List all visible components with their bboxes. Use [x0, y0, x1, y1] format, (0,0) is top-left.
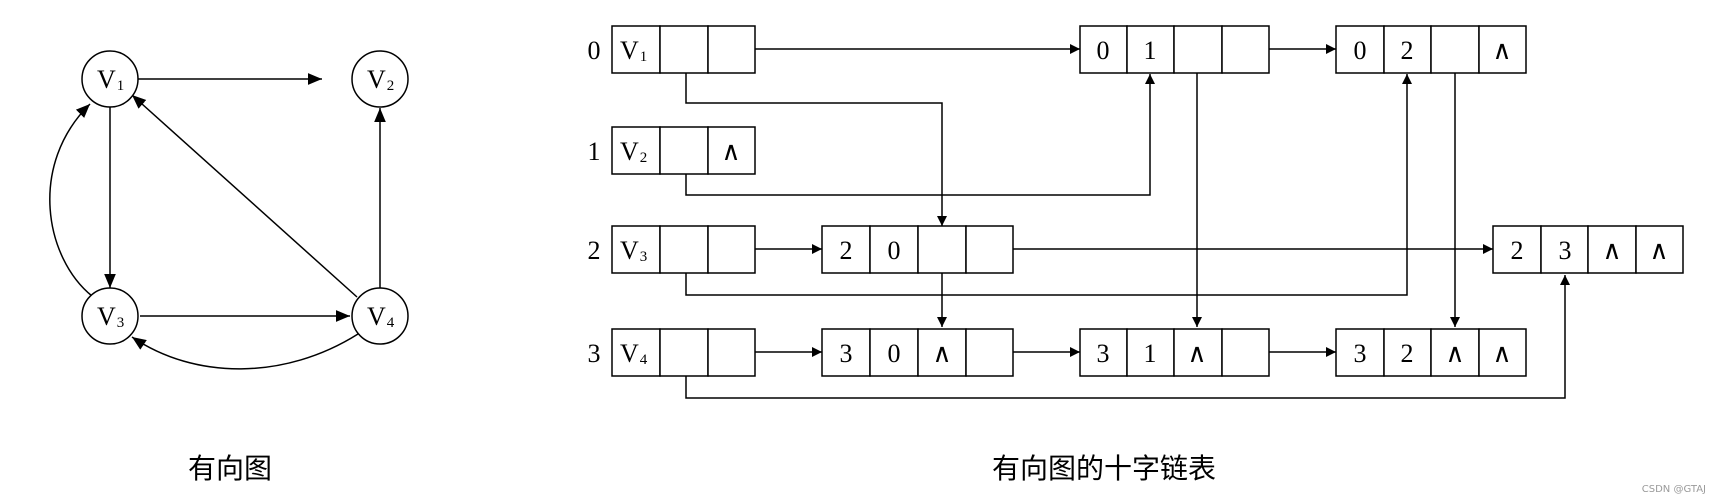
link-v3-firstin-to-arc02: [685, 74, 1412, 296]
svg-text:V3: V3: [97, 302, 124, 331]
arc-headvex: 3: [1559, 236, 1572, 265]
arc-tailvex: 0: [1097, 36, 1110, 65]
arc-node-3-0: 3 0 ∧: [821, 328, 1014, 377]
svg-text:V2: V2: [367, 65, 394, 94]
arc-hlink-null: ∧: [1187, 339, 1206, 368]
graph-edge-v4-v1: [131, 94, 358, 298]
arc-headvex: 1: [1144, 36, 1157, 65]
arc-tailvex: 3: [840, 339, 853, 368]
arc-hlink-null: ∧: [1445, 339, 1464, 368]
vertex-index: 2: [588, 236, 601, 265]
arc-node-0-2: 0 2 ∧: [1335, 25, 1527, 74]
vertex-row-3: 3 V4: [588, 328, 756, 377]
arc-tlink-null: ∧: [1649, 236, 1668, 265]
arc-tailvex: 3: [1097, 339, 1110, 368]
vertex-row-1: 1 V2 ∧: [588, 126, 756, 175]
vertex-row-2: 2 V3: [588, 225, 756, 274]
arc-node-2-3: 2 3 ∧ ∧: [1492, 225, 1684, 274]
arc-tlink-null: ∧: [1492, 339, 1511, 368]
vertex-index: 3: [588, 339, 601, 368]
vertex-data: V4: [620, 339, 648, 368]
arc-node-0-1: 0 1: [1079, 25, 1270, 74]
graph-node-v4: V4: [351, 287, 409, 345]
arc-tailvex: 2: [1511, 236, 1524, 265]
orthogonal-list-caption: 有向图的十字链表: [992, 452, 1216, 485]
arc-tlink-null: ∧: [1492, 36, 1511, 65]
graph-edge-v3-v1: [49, 103, 93, 297]
directed-graph: V1 V2 V3 V4 有向图: [49, 50, 409, 485]
arc-tailvex: 0: [1354, 36, 1367, 65]
svg-text:V4: V4: [367, 302, 395, 331]
graph-caption: 有向图: [188, 452, 272, 485]
arc-tailvex: 2: [840, 236, 853, 265]
graph-node-v2: V2: [351, 50, 409, 108]
graph-edge-v4-v3: [131, 333, 359, 370]
arc-node-3-1: 3 1 ∧: [1079, 328, 1270, 377]
null-pointer: ∧: [721, 137, 740, 166]
arc-headvex: 0: [888, 236, 901, 265]
vertex-data: V3: [620, 236, 647, 265]
link-v1-firstin-to-arc20: [685, 53, 947, 226]
link-v4-firstin-to-arc23: [685, 275, 1570, 399]
vertex-index: 1: [588, 137, 601, 166]
arc-node-2-0: 2 0: [821, 225, 1014, 274]
vertex-row-0: 0 V1: [588, 25, 756, 74]
arc-headvex: 2: [1401, 339, 1414, 368]
graph-node-v1: V1: [81, 50, 139, 108]
arc-headvex: 0: [888, 339, 901, 368]
vertex-data: V1: [620, 36, 647, 65]
svg-text:V1: V1: [97, 65, 124, 94]
arc-hlink-null: ∧: [932, 339, 951, 368]
watermark: CSDN @GTAJ: [1642, 484, 1706, 495]
arc-node-3-2: 3 2 ∧ ∧: [1335, 328, 1527, 377]
vertex-data: V2: [620, 137, 647, 166]
vertex-index: 0: [588, 36, 601, 65]
arc-headvex: 2: [1401, 36, 1414, 65]
graph-node-v3: V3: [81, 287, 139, 345]
orthogonal-list: 0 V1 1 V2 ∧ 2 V3 3 V4: [588, 25, 1684, 485]
arc-tailvex: 3: [1354, 339, 1367, 368]
arc-hlink-null: ∧: [1602, 236, 1621, 265]
arc-headvex: 1: [1144, 339, 1157, 368]
